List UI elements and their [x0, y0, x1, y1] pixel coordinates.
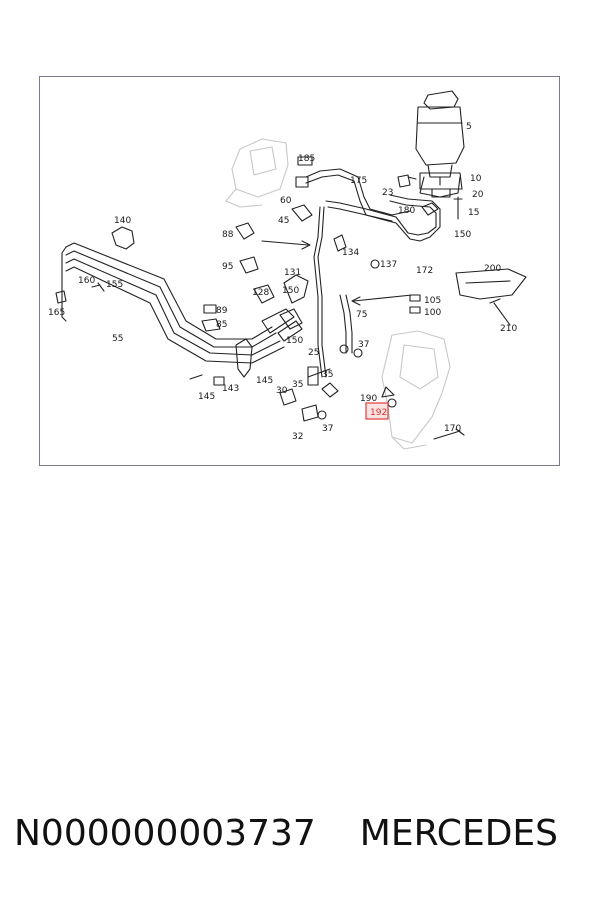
- hose-175: [305, 168, 411, 216]
- hose-175-inner: [305, 174, 393, 222]
- label-part-137[interactable]: 137: [380, 260, 397, 270]
- label-part-35-right[interactable]: 35: [322, 370, 333, 380]
- label-part-15[interactable]: 15: [468, 208, 479, 218]
- pressure-line-131: [313, 206, 323, 378]
- brand-name: MERCEDES: [359, 812, 559, 854]
- label-part-200[interactable]: 200: [484, 264, 501, 274]
- parts-diagram: 5 185 175 23 10 20 60 180 15 140 45 88 1…: [39, 76, 560, 466]
- clip-140: [111, 226, 135, 250]
- label-part-140[interactable]: 140: [114, 216, 131, 226]
- label-part-37-bottom[interactable]: 37: [322, 424, 333, 434]
- label-part-60[interactable]: 60: [280, 196, 292, 206]
- bracket-200-detail: [465, 280, 511, 284]
- label-part-75[interactable]: 75: [356, 310, 367, 320]
- label-part-35-left[interactable]: 35: [292, 380, 303, 390]
- label-part-145-right[interactable]: 145: [256, 376, 273, 386]
- bracket-200: [455, 268, 527, 300]
- label-part-155[interactable]: 155: [106, 280, 123, 290]
- label-part-23[interactable]: 23: [382, 188, 393, 198]
- label-part-192[interactable]: 192: [370, 408, 387, 418]
- label-part-10[interactable]: 10: [470, 174, 482, 184]
- hose-75-inner: [345, 294, 353, 354]
- label-part-150-low[interactable]: 150: [286, 336, 303, 346]
- highlight-box-192: [365, 402, 389, 420]
- hose-75: [339, 294, 347, 354]
- assembly-arrow-1-head: [301, 240, 311, 250]
- hose-172-inner: [325, 200, 437, 236]
- label-part-210[interactable]: 210: [500, 324, 517, 334]
- label-part-20[interactable]: 20: [472, 190, 484, 200]
- label-part-128[interactable]: 128: [252, 288, 269, 298]
- label-part-100[interactable]: 100: [424, 308, 441, 318]
- label-part-85[interactable]: 85: [216, 320, 227, 330]
- label-part-185[interactable]: 185: [298, 154, 315, 164]
- power-steering-exploded-view: 5 185 175 23 10 20 60 180 15 140 45 88 1…: [48, 90, 527, 450]
- label-part-45[interactable]: 45: [278, 216, 289, 226]
- label-part-170[interactable]: 170: [444, 424, 461, 434]
- pump-ghost: [225, 138, 289, 208]
- label-part-95[interactable]: 95: [222, 262, 233, 272]
- assembly-arrow-2: [353, 294, 413, 302]
- reservoir: [415, 90, 465, 186]
- label-part-5[interactable]: 5: [466, 122, 472, 132]
- bracket-143: [235, 338, 253, 378]
- label-part-37-top[interactable]: 37: [358, 340, 369, 350]
- hose-150-left: [261, 308, 295, 334]
- label-part-150-mid[interactable]: 150: [282, 286, 299, 296]
- label-part-175[interactable]: 175: [350, 176, 367, 186]
- label-part-32[interactable]: 32: [292, 432, 303, 442]
- label-part-145-left[interactable]: 145: [198, 392, 215, 402]
- steering-gear-ghost: [381, 330, 451, 450]
- pressure-line-131-inner: [317, 206, 327, 378]
- hose-150-left-b: [277, 320, 303, 342]
- hose-172: [327, 194, 441, 242]
- assembly-arrow-1: [261, 240, 309, 246]
- part-number: N000000003737: [14, 812, 316, 854]
- small-parts: [55, 156, 511, 440]
- label-part-25[interactable]: 25: [308, 348, 319, 358]
- label-part-180[interactable]: 180: [398, 206, 415, 216]
- label-part-143[interactable]: 143: [222, 384, 239, 394]
- label-part-131[interactable]: 131: [284, 268, 301, 278]
- label-part-190[interactable]: 190: [360, 394, 377, 404]
- label-part-30[interactable]: 30: [276, 386, 288, 396]
- label-part-88[interactable]: 88: [222, 230, 234, 240]
- label-part-172[interactable]: 172: [416, 266, 433, 276]
- assembly-arrow-2-head: [351, 296, 361, 306]
- label-part-105[interactable]: 105: [424, 296, 441, 306]
- clamp-bracket: [419, 172, 463, 198]
- label-part-55[interactable]: 55: [112, 334, 123, 344]
- label-part-89[interactable]: 89: [216, 306, 228, 316]
- label-part-160[interactable]: 160: [78, 276, 95, 286]
- label-part-134[interactable]: 134: [342, 248, 359, 258]
- label-part-150-top[interactable]: 150: [454, 230, 471, 240]
- part-caption: N000000003737 MERCEDES: [14, 808, 594, 858]
- label-part-165[interactable]: 165: [48, 308, 65, 318]
